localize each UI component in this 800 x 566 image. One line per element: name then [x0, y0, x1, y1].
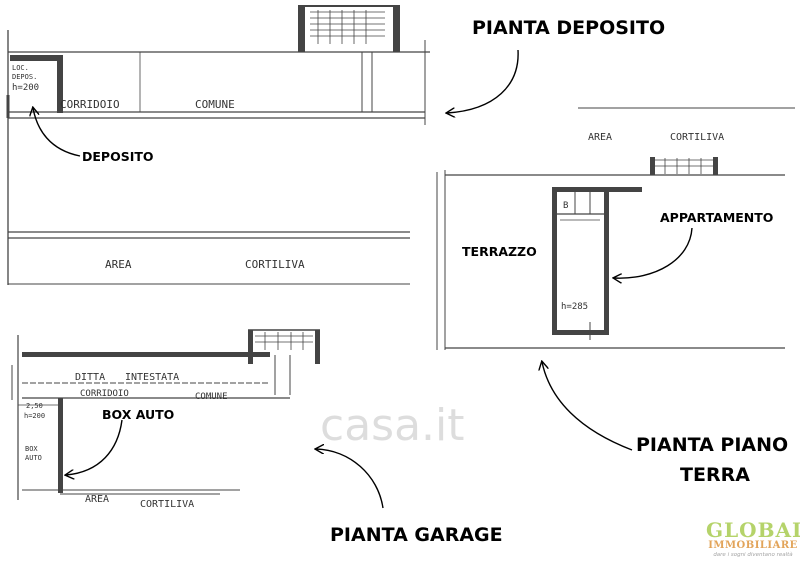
plan-deposito	[6, 5, 430, 285]
comune-deposito-label: COMUNE	[195, 98, 235, 111]
h-piano-label: h=285	[561, 302, 588, 312]
title-pianta-piano-terra-line2: TERRA	[680, 464, 750, 486]
arrow-appartamento	[614, 227, 693, 278]
garage-height-label: h=200	[24, 412, 45, 420]
b-room-label: B	[563, 201, 568, 211]
area-garage-label: AREA	[85, 494, 109, 505]
title-pianta-deposito: PIANTA DEPOSITO	[472, 17, 666, 39]
arrow-deposito	[33, 108, 81, 157]
ditta-label: DITTA	[75, 372, 105, 383]
garage-width-label: 2,50	[26, 402, 43, 410]
logo-tagline: dare i sogni diventano realtà	[713, 552, 793, 558]
title-pianta-piano-terra-line1: PIANTA PIANO	[636, 434, 789, 456]
arrow-pianta-garage	[316, 449, 384, 509]
callout-box-auto: BOX AUTO	[102, 407, 175, 422]
callout-terrazzo: TERRAZZO	[462, 244, 537, 259]
area-deposito-label: AREA	[105, 258, 132, 271]
cortiliva-deposito-label: CORTILIVA	[245, 258, 305, 271]
intestata-label: INTESTATA	[125, 372, 179, 383]
casa-it-watermark: casa.it	[320, 400, 465, 451]
arrow-pianta-deposito	[447, 49, 519, 113]
loc-depos-height: h=200	[12, 83, 39, 93]
arrow-box-auto	[66, 419, 123, 475]
logo-line-2: IMMOBILIARE	[708, 540, 798, 551]
loc-depos-label-1: LOC.	[12, 64, 29, 72]
logo-line-1: GLOBAL	[706, 518, 800, 542]
corridoio-garage-label: CORRIDOIO	[80, 389, 129, 399]
cortiliva-piano-label: CORTILIVA	[670, 132, 724, 143]
title-pianta-garage: PIANTA GARAGE	[330, 524, 503, 546]
corridoio-deposito-label: CORRIDOIO	[60, 98, 120, 111]
arrow-pianta-piano-terra	[542, 362, 633, 451]
global-immobiliare-logo: GLOBAL IMMOBILIARE dare i sogni diventan…	[706, 520, 800, 559]
plan-garage	[11, 329, 320, 500]
loc-depos-label-2: DEPOS.	[12, 73, 37, 81]
callout-deposito: DEPOSITO	[82, 149, 154, 164]
callout-appartamento: APPARTAMENTO	[660, 210, 774, 225]
box-label-1: BOX	[25, 445, 38, 453]
area-piano-label: AREA	[588, 132, 612, 143]
box-label-2: AUTO	[25, 454, 42, 462]
cortiliva-garage-label: CORTILIVA	[140, 499, 194, 510]
comune-garage-label: COMUNE	[195, 392, 228, 402]
plan-piano-terra	[436, 107, 795, 350]
